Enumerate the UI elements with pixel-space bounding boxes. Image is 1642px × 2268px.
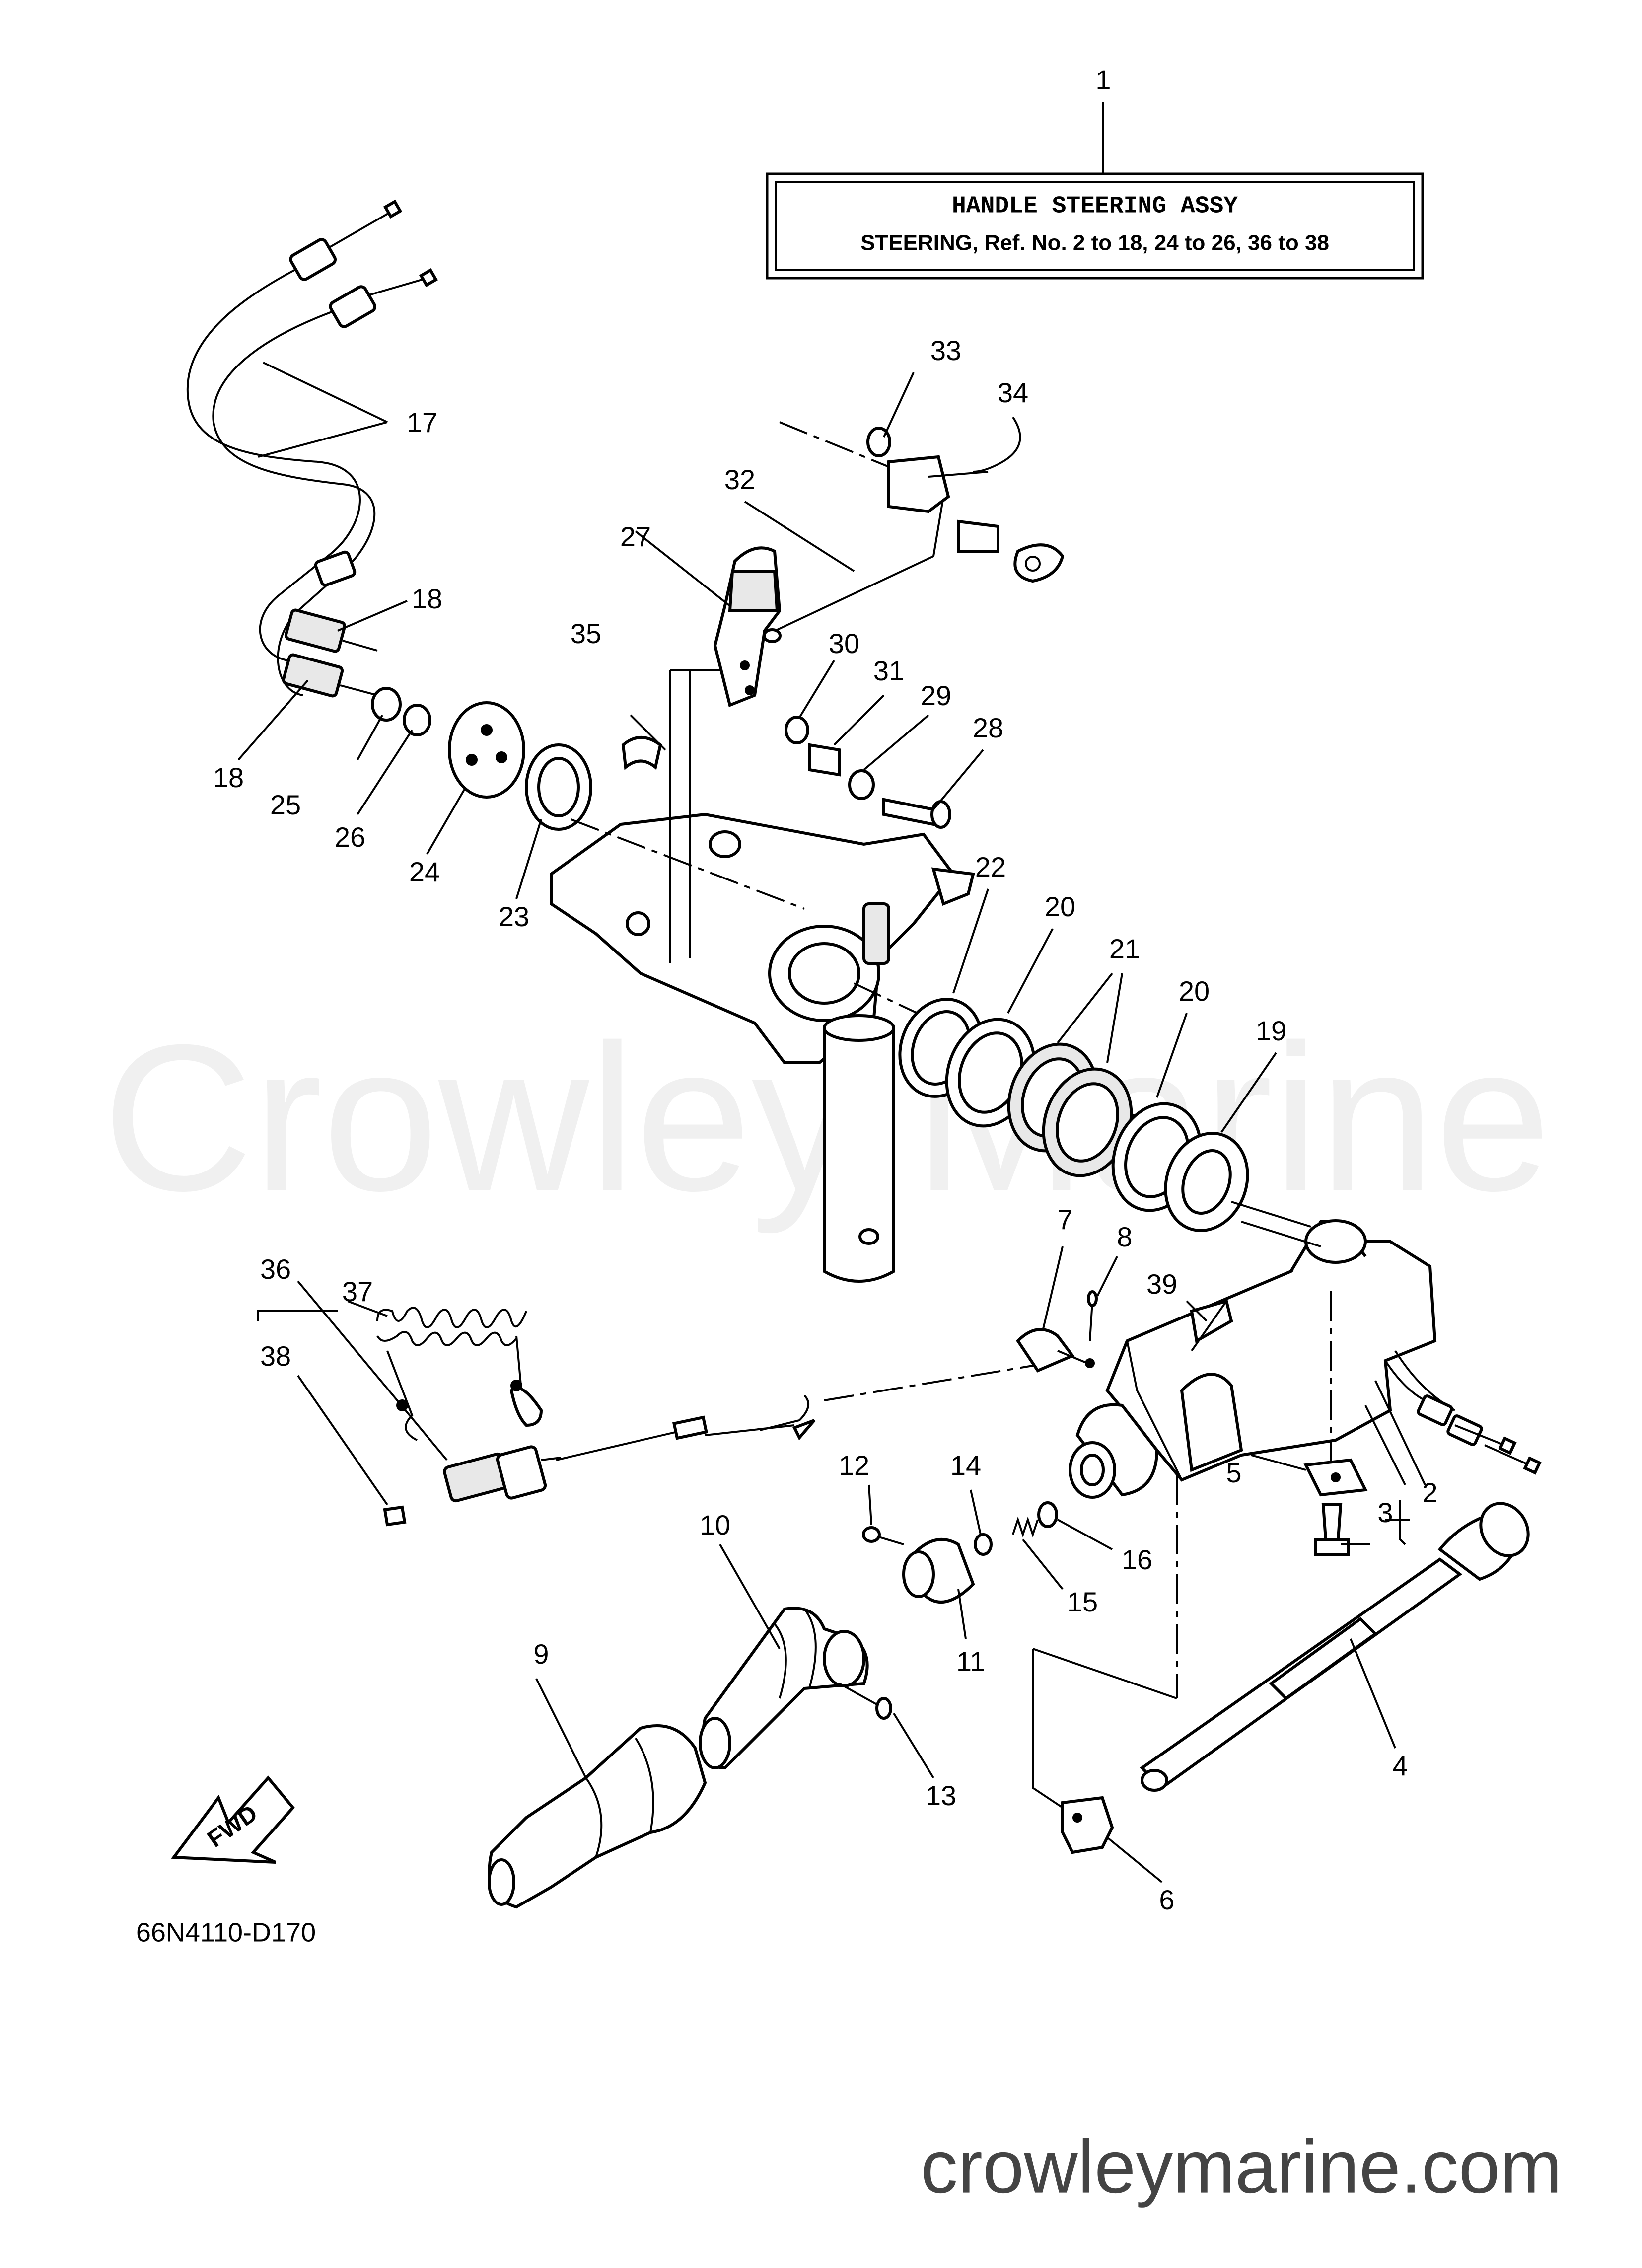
callout-16: 16 — [1122, 1544, 1152, 1575]
callout-29: 29 — [921, 680, 951, 711]
callout-9: 9 — [533, 1638, 549, 1670]
washers-left — [357, 687, 592, 899]
callout-35: 35 — [571, 618, 601, 649]
callout-8: 8 — [1117, 1221, 1132, 1252]
callout-20-lower: 20 — [1179, 975, 1210, 1007]
throttle-grip — [488, 1544, 934, 1909]
steering-bracket — [550, 669, 975, 1283]
callout-23: 23 — [499, 901, 529, 932]
callout-28: 28 — [973, 712, 1003, 743]
callout-20-upper: 20 — [1045, 891, 1075, 922]
callout-14: 14 — [950, 1450, 981, 1481]
callout-7: 7 — [1057, 1204, 1072, 1235]
callout-19: 19 — [1256, 1015, 1286, 1046]
diagram-code: 66N4110-D170 — [136, 1917, 316, 1947]
callout-4: 4 — [1392, 1750, 1408, 1781]
steering-handle-body — [1069, 1201, 1542, 1556]
callout-26: 26 — [335, 821, 365, 853]
callout-32: 32 — [724, 464, 755, 495]
callout-12: 12 — [839, 1450, 869, 1481]
callout-1: 1 — [1095, 64, 1111, 95]
callout-39: 39 — [1146, 1268, 1177, 1300]
callout-38: 38 — [260, 1340, 291, 1372]
bolt-stack — [785, 659, 984, 829]
callout-24: 24 — [409, 856, 440, 887]
callout-2: 2 — [1422, 1477, 1437, 1508]
callout-30: 30 — [829, 628, 859, 659]
callout-25: 25 — [270, 789, 301, 820]
callout-5: 5 — [1226, 1457, 1241, 1488]
callout-17: 17 — [407, 407, 437, 438]
callout-21: 21 — [1109, 933, 1140, 964]
stop-switch-assembly — [257, 1246, 1208, 1527]
title-main: HANDLE STEERING ASSY — [952, 193, 1238, 220]
fwd-arrow: FWD — [171, 1775, 295, 1864]
callout-6: 6 — [1159, 1884, 1174, 1915]
title-sub: STEERING, Ref. No. 2 to 18, 24 to 26, 36… — [860, 231, 1329, 255]
callout-36: 36 — [260, 1253, 291, 1285]
callout-18-lower: 18 — [213, 762, 244, 793]
throttle-shift-cables — [186, 199, 438, 761]
site-footer: crowleymarine.com — [921, 2125, 1562, 2208]
callout-31: 31 — [873, 655, 904, 686]
callout-34: 34 — [998, 377, 1028, 408]
title-box: HANDLE STEERING ASSY STEERING, Ref. No. … — [766, 102, 1424, 280]
callout-10: 10 — [700, 1509, 730, 1540]
callout-15: 15 — [1067, 1586, 1098, 1617]
grip-small-parts — [862, 1484, 1113, 1639]
washers-right — [898, 888, 1277, 1232]
callout-labels: 1 2 3 4 5 6 7 8 9 10 11 12 13 14 15 16 1… — [213, 64, 1438, 1915]
callout-13: 13 — [926, 1780, 956, 1811]
friction-rod — [1032, 1475, 1530, 1883]
callout-11: 11 — [956, 1646, 985, 1677]
callout-33: 33 — [930, 335, 961, 366]
shift-lever-assembly — [635, 372, 1065, 708]
callout-18-upper: 18 — [412, 583, 442, 614]
callout-37: 37 — [342, 1276, 373, 1307]
callout-27: 27 — [620, 521, 651, 552]
callout-3: 3 — [1377, 1497, 1393, 1528]
callout-22: 22 — [975, 851, 1006, 882]
